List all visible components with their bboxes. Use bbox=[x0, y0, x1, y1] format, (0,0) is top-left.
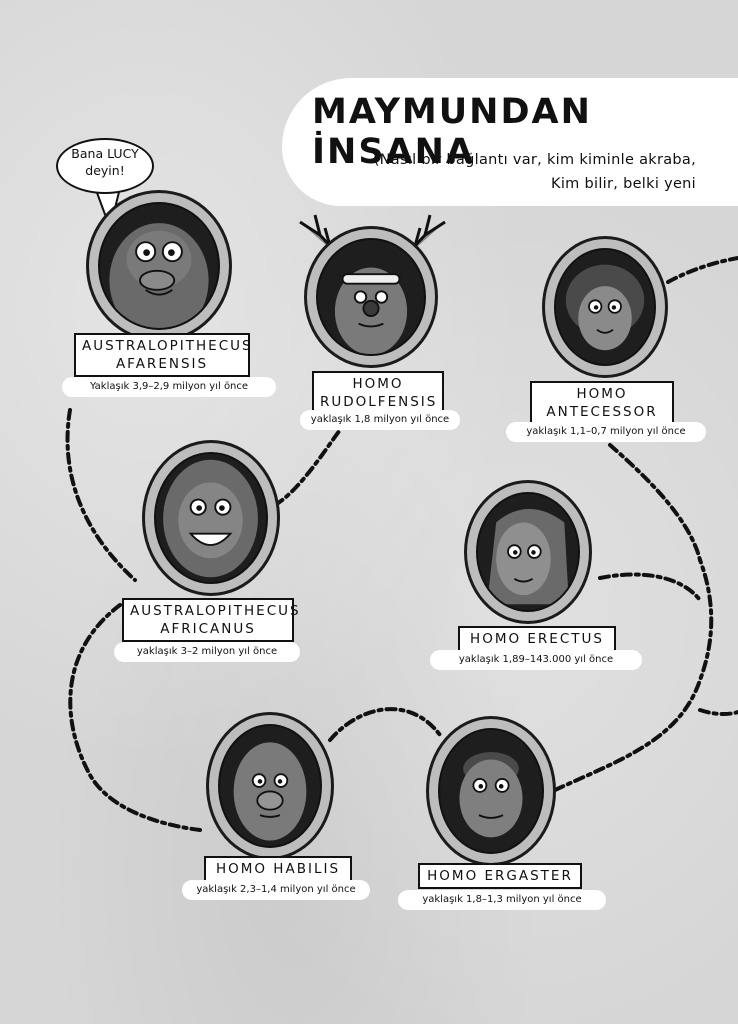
portrait-antecessor bbox=[542, 236, 668, 378]
trail-africanus-rudolfensis bbox=[273, 428, 342, 507]
label-afarensis-line-2: AFARENSIS bbox=[115, 356, 209, 372]
label-africanus-line-1: AUSTRALOPITHECUS bbox=[130, 603, 301, 619]
subtitle-line-1: (Nasıl bir bağlantı var, kim kiminle akr… bbox=[373, 152, 696, 168]
date-habilis: yaklaşık 2,3–1,4 milyon yıl önce bbox=[182, 880, 370, 900]
page-title: MAYMUNDAN İNSANA bbox=[312, 92, 592, 172]
label-ergaster: HOMO ERGASTER bbox=[418, 863, 582, 889]
label-afarensis-line-1: AUSTRALOPITHECUS bbox=[82, 338, 253, 354]
trail-africanus-habilis bbox=[68, 603, 202, 832]
label-erectus: HOMO ERECTUS bbox=[458, 626, 616, 652]
date-ergaster: yaklaşık 1,8–1,3 milyon yıl önce bbox=[398, 890, 606, 910]
trail-erectus-right bbox=[598, 572, 702, 602]
ergaster-face-icon bbox=[459, 752, 523, 838]
label-antecessor-line-1: HOMO bbox=[576, 386, 628, 402]
date-erectus: yaklaşık 1,89–143.000 yıl önce bbox=[430, 650, 642, 670]
speech-bubble-line-2: deyin! bbox=[85, 163, 125, 178]
portrait-ergaster bbox=[426, 716, 556, 866]
trail-antecessor-down bbox=[608, 443, 702, 562]
date-antecessor: yaklaşık 1,1–0,7 milyon yıl önce bbox=[506, 422, 706, 442]
date-afarensis: Yaklaşık 3,9–2,9 milyon yıl önce bbox=[62, 377, 276, 397]
habilis-face-icon bbox=[233, 742, 307, 841]
label-rudolfensis-line-1: HOMO bbox=[352, 376, 404, 392]
label-rudolfensis: HOMO RUDOLFENSIS bbox=[312, 371, 444, 415]
antecessor-face-icon bbox=[565, 264, 645, 351]
subtitle-line-2: Kim bilir, belki yeni bbox=[551, 176, 696, 192]
label-ergaster-line-1: HOMO ERGASTER bbox=[427, 868, 573, 884]
label-habilis: HOMO HABILIS bbox=[204, 856, 352, 882]
label-habilis-line-1: HOMO HABILIS bbox=[215, 861, 341, 877]
rudolfensis-face-icon bbox=[334, 267, 408, 354]
portrait-africanus bbox=[142, 440, 280, 596]
portrait-rudolfensis bbox=[304, 226, 438, 368]
speech-bubble bbox=[56, 138, 154, 194]
trail-ergaster-right bbox=[553, 558, 714, 792]
portrait-habilis bbox=[206, 712, 334, 860]
trail-right-edge bbox=[698, 708, 738, 717]
erectus-face-icon bbox=[487, 508, 569, 605]
label-africanus-line-2: AFRICANUS bbox=[160, 621, 256, 637]
label-antecessor-line-2: ANTECESSOR bbox=[546, 404, 658, 420]
label-antecessor: HOMO ANTECESSOR bbox=[530, 381, 674, 425]
date-rudolfensis: yaklaşık 1,8 milyon yıl önce bbox=[300, 410, 460, 430]
speech-bubble-line-1: Bana LUCY bbox=[71, 146, 139, 161]
africanus-face-icon bbox=[163, 459, 258, 578]
trail-antecessor-right bbox=[666, 256, 738, 284]
label-rudolfensis-line-2: RUDOLFENSIS bbox=[320, 394, 438, 410]
label-afarensis: AUSTRALOPITHECUS AFARENSIS bbox=[74, 333, 253, 377]
trail-afarensis-africanus bbox=[65, 408, 137, 582]
trail-habilis-ergaster bbox=[328, 707, 442, 742]
label-erectus-line-1: HOMO ERECTUS bbox=[470, 631, 604, 647]
label-africanus: AUSTRALOPITHECUS AFRICANUS bbox=[122, 598, 301, 642]
title-banner bbox=[282, 78, 738, 206]
portrait-erectus bbox=[464, 480, 592, 624]
date-africanus: yaklaşık 3–2 milyon yıl önce bbox=[114, 642, 300, 662]
afarensis-face-icon bbox=[109, 223, 209, 328]
